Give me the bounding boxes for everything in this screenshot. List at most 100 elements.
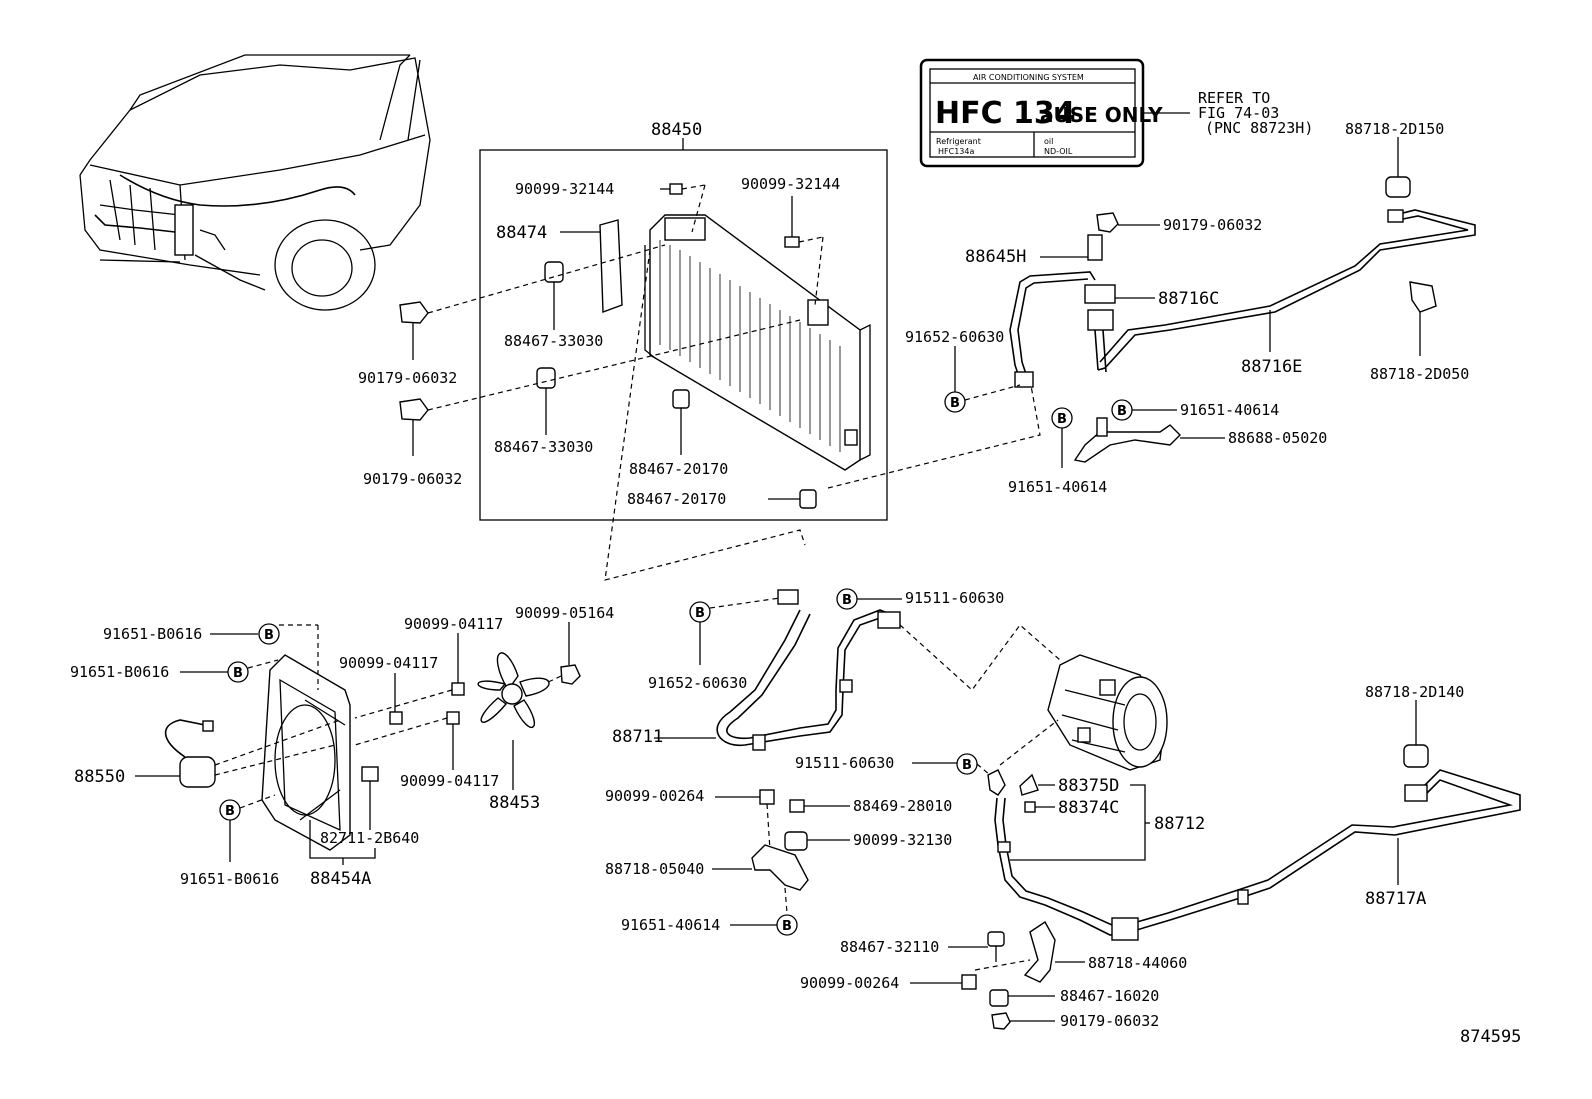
cushion-88467-20170-a [672,389,690,409]
badge-b-91651-B0616-a: B [258,623,280,645]
nut-90179-06032-d [991,1012,1011,1030]
label-88718-05040: 88718-05040 [605,860,704,878]
clip-88718-2D050 [1409,281,1437,313]
label-90179-06032-a: 90179-06032 [358,369,457,387]
vehicle-illustration [79,54,431,311]
label-88716C: 88716C [1158,289,1219,309]
svg-text:B: B [950,396,960,411]
label-88717A: 88717A [1365,889,1426,909]
label-91511-60630-b: 91511-60630 [795,754,894,772]
label-91652-60630-b: 91652-60630 [648,674,747,692]
badge-b-91511-60630-a: B [836,588,858,610]
label-88454A: 88454A [310,869,371,889]
compressor [1047,654,1168,771]
cushion-88467-33030-a [544,261,564,283]
badge-b-91652-60630-a: B [944,391,966,413]
clamp-88718-2D150 [1385,176,1411,198]
nut-90179-06032-a [399,301,429,324]
svg-text:B: B [264,628,274,643]
nut-90179-06032-b [399,398,429,421]
sticker-refrigerant-value: HFC134a [938,147,974,156]
diagram-id: 874595 [1460,1027,1521,1047]
clamp-88718-2D140 [1403,744,1429,768]
label-91651-B0616-a: 91651-B0616 [103,625,202,643]
label-88645H: 88645H [965,247,1026,267]
pipe-88712-assembly: B 91511-60630 88375D 88374C 88712 88718-… [795,683,1521,1030]
bolt-90099-00264-b [961,974,977,990]
cushion-88467-20170-b [799,489,817,509]
fan-assembly: 88550 82711-2B640 88454A 91651-B0616 B 9… [70,604,614,889]
label-88718-2D050: 88718-2D050 [1370,365,1469,383]
label-88550: 88550 [74,767,125,787]
refer-note-line-1: REFER TO [1198,89,1270,107]
label-90099-00264-b: 90099-00264 [800,974,899,992]
bracket-88718-44060 [1023,920,1056,983]
badge-b-91651-40614-b: B [1051,407,1073,429]
label-90179-06032-c: 90179-06032 [1163,216,1262,234]
svg-text:B: B [782,919,792,934]
condenser-core [644,214,871,471]
label-88469-28010: 88469-28010 [853,797,952,815]
label-88467-20170-b: 88467-20170 [627,490,726,508]
label-88467-33030-a: 88467-33030 [504,332,603,350]
refer-note: REFER TO FIG 74-03 (PNC 88723H) [1198,89,1313,137]
fan-88453 [477,652,550,728]
refer-note-line-3: (PNC 88723H) [1205,119,1313,137]
svg-text:B: B [1117,404,1127,419]
label-91651-40614-b: 91651-40614 [1008,478,1107,496]
switch-88645H [1087,234,1103,261]
seal-88474 [599,219,623,313]
label-88467-33030-b: 88467-33030 [494,438,593,456]
condenser-assembly: 88450 88474 90099-32144 90099-32144 8846 [427,120,888,521]
badge-b-91651-B0616-c: B [219,799,241,821]
bolt-90099-00264-a [759,789,775,805]
clamp-88718-05040 [751,844,809,891]
cap-88375D [1019,773,1039,796]
label-88467-32110: 88467-32110 [840,938,939,956]
screw-90099-04117-b [389,711,403,725]
label-90099-32144-a: 90099-32144 [515,180,614,198]
label-91651-B0616-c: 91651-B0616 [180,870,279,888]
collar-88469-28010 [789,799,805,813]
label-90179-06032-b: 90179-06032 [363,470,462,488]
screw-90099-04117-a [451,682,465,696]
label-88718-2D150: 88718-2D150 [1345,120,1444,138]
label-88474: 88474 [496,223,547,243]
hose-88711-assembly: B 91652-60630 88711 B 91511-60630 [612,588,1061,751]
cushion-88467-33030-b [536,367,556,389]
svg-text:B: B [233,666,243,681]
nut-group-left: 90179-06032 90179-06032 [358,301,462,488]
label-90099-04117-c: 90099-04117 [400,772,499,790]
clamp-group-88718-05040: 90099-00264 88469-28010 90099-32130 8871… [605,787,952,936]
badge-b-91651-40614-a: B [1111,399,1133,421]
cushion-90099-32130 [784,831,808,851]
label-90099-04117-a: 90099-04117 [404,615,503,633]
label-88467-16020: 88467-16020 [1060,987,1159,1005]
badge-b-91652-60630-b: B [689,601,711,623]
label-90099-32130: 90099-32130 [853,831,952,849]
label-88375D: 88375D [1058,776,1119,796]
label-88718-2D140: 88718-2D140 [1365,683,1464,701]
label-90099-05164: 90099-05164 [515,604,614,622]
label-88453: 88453 [489,793,540,813]
bracket-88716C [1084,284,1116,304]
svg-text:B: B [842,593,852,608]
refer-note-line-2: FIG 74-03 [1198,104,1279,122]
label-91651-40614-a: 91651-40614 [1180,401,1279,419]
badge-b-91651-40614-c: B [776,914,798,936]
bracket-88688-05020 [1073,424,1181,463]
clip-82711-2B640 [361,766,379,782]
label-91652-60630-a: 91652-60630 [905,328,1004,346]
label-88450: 88450 [651,120,702,140]
collar-88467-32110 [987,931,1005,947]
label-88688-05020: 88688-05020 [1228,429,1327,447]
label-88718-44060: 88718-44060 [1088,954,1187,972]
sticker-main: HFC 134 [935,96,1076,131]
screw-90099-04117-c [446,711,460,725]
label-90099-00264-a: 90099-00264 [605,787,704,805]
label-90099-32144-b: 90099-32144 [741,175,840,193]
label-90099-04117-b: 90099-04117 [339,654,438,672]
label-91651-40614-c: 91651-40614 [621,916,720,934]
svg-text:B: B [695,606,705,621]
cap-88374C [1024,801,1036,813]
